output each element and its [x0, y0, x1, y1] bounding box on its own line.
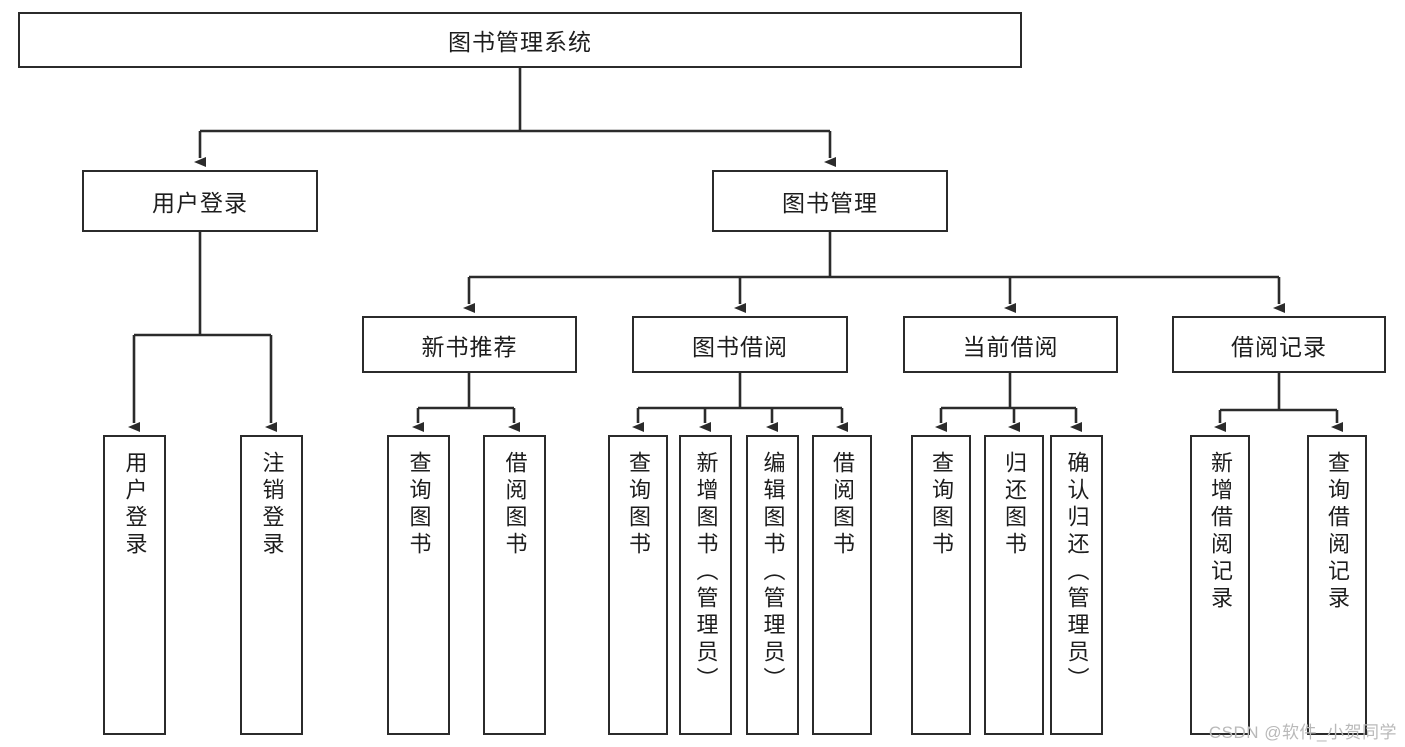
node-leaf-add-borrow-record-label: 新增借阅记录	[1208, 451, 1233, 613]
node-leaf-confirm-return-admin[interactable]: 确认归还（管理员）	[1050, 435, 1103, 735]
edge-group-book-manage	[463, 232, 1285, 313]
node-book-borrow-label: 图书借阅	[692, 333, 788, 360]
node-leaf-borrow-book-2-label: 借阅图书	[830, 451, 855, 559]
edge-group-borrow-record	[1214, 373, 1343, 432]
node-leaf-user-login-label: 用户登录	[122, 451, 148, 559]
node-leaf-borrow-book-2[interactable]: 借阅图书	[812, 435, 872, 735]
node-leaf-borrow-book-1-label: 借阅图书	[502, 451, 528, 559]
node-leaf-add-borrow-record[interactable]: 新增借阅记录	[1190, 435, 1250, 735]
node-leaf-query-book-3[interactable]: 查询图书	[911, 435, 971, 735]
node-book-manage-label: 图书管理	[782, 190, 878, 216]
node-borrow-record[interactable]: 借阅记录	[1172, 316, 1386, 373]
node-current-borrow-label: 当前借阅	[962, 333, 1059, 360]
node-leaf-query-book-2-label: 查询图书	[626, 451, 651, 559]
node-leaf-query-book-1[interactable]: 查询图书	[387, 435, 450, 735]
node-root[interactable]: 图书管理系统	[18, 12, 1022, 68]
edge-group-book-borrow	[632, 373, 848, 432]
node-leaf-query-book-1-label: 查询图书	[406, 451, 432, 559]
edge-group-new-book-recommend	[412, 373, 520, 432]
node-leaf-return-book-label: 归还图书	[1002, 451, 1027, 559]
node-leaf-edit-book-admin-label: 编辑图书（管理员）	[760, 451, 786, 694]
node-user-login[interactable]: 用户登录	[82, 170, 318, 232]
node-new-book-recommend[interactable]: 新书推荐	[362, 316, 577, 373]
edge-group-user-login	[128, 232, 277, 432]
node-leaf-borrow-book-1[interactable]: 借阅图书	[483, 435, 546, 735]
node-leaf-add-book-admin-label: 新增图书（管理员）	[693, 451, 719, 694]
node-user-login-label: 用户登录	[152, 190, 248, 216]
node-new-book-recommend-label: 新书推荐	[421, 333, 518, 360]
node-leaf-query-book-2[interactable]: 查询图书	[608, 435, 668, 735]
node-leaf-query-book-3-label: 查询图书	[929, 451, 954, 559]
node-borrow-record-label: 借阅记录	[1231, 333, 1327, 360]
node-leaf-confirm-return-admin-label: 确认归还（管理员）	[1064, 451, 1090, 694]
edge-group-current-borrow	[935, 373, 1082, 432]
watermark: CSDN @软件_小贺同学	[1208, 723, 1397, 742]
node-leaf-return-book[interactable]: 归还图书	[984, 435, 1044, 735]
node-leaf-logout-label: 注销登录	[259, 451, 285, 559]
node-leaf-query-borrow-record[interactable]: 查询借阅记录	[1307, 435, 1367, 735]
node-leaf-add-book-admin[interactable]: 新增图书（管理员）	[679, 435, 732, 735]
node-current-borrow[interactable]: 当前借阅	[903, 316, 1118, 373]
node-book-manage[interactable]: 图书管理	[712, 170, 948, 232]
node-book-borrow[interactable]: 图书借阅	[632, 316, 848, 373]
edge-group-root	[194, 68, 836, 167]
node-leaf-query-borrow-record-label: 查询借阅记录	[1325, 451, 1350, 613]
node-leaf-edit-book-admin[interactable]: 编辑图书（管理员）	[746, 435, 799, 735]
node-leaf-user-login[interactable]: 用户登录	[103, 435, 166, 735]
node-root-label: 图书管理系统	[448, 29, 592, 55]
node-leaf-logout[interactable]: 注销登录	[240, 435, 303, 735]
